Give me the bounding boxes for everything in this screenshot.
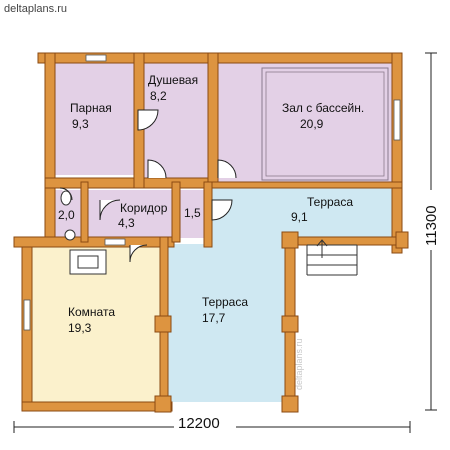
room-area: 1,5 xyxy=(184,206,201,220)
door-small xyxy=(211,199,233,221)
site-label: deltaplans.ru xyxy=(4,3,67,15)
stove-inner xyxy=(77,255,99,269)
door-komnata xyxy=(129,244,148,263)
dim-width-label-bg xyxy=(174,412,236,432)
dim-height-label-bg xyxy=(421,190,441,250)
room-area: 19,3 xyxy=(68,321,92,335)
wall-hall-bottom xyxy=(207,181,403,189)
post-5 xyxy=(154,315,172,333)
window-komnata-left xyxy=(23,299,31,331)
room-label: Терраса xyxy=(307,195,353,209)
windows xyxy=(23,54,401,331)
window-hall-right xyxy=(393,99,401,141)
dim-width-label: 12200 xyxy=(178,415,220,432)
room-fill-small xyxy=(178,190,206,238)
room-label: Терраса xyxy=(202,295,248,309)
door-dush xyxy=(147,159,167,179)
room-area: 9,3 xyxy=(72,117,89,131)
room-area: 17,7 xyxy=(202,311,226,325)
door-corridor xyxy=(99,199,121,221)
pool-inner xyxy=(265,71,385,177)
watermark-text: deltaplans.ru xyxy=(294,338,304,390)
floor-drain xyxy=(64,229,76,241)
door-parnaya xyxy=(137,109,159,131)
wall-dush-right xyxy=(207,52,219,189)
wall-terrace-bottom xyxy=(281,236,403,246)
room-area: 4,3 xyxy=(118,216,135,230)
log-walls xyxy=(13,52,409,413)
toilet xyxy=(60,190,72,206)
post-2 xyxy=(281,315,299,333)
wall-komnata-top xyxy=(13,236,175,248)
room-fill-hall-pool xyxy=(218,63,393,185)
room-label: Парная xyxy=(70,101,112,115)
fixtures xyxy=(60,190,107,275)
doors xyxy=(59,109,237,263)
watermark: deltaplans.ru xyxy=(294,338,304,390)
wall-right xyxy=(391,52,403,254)
room-area: 2,0 xyxy=(58,208,75,222)
post-3 xyxy=(281,395,299,413)
room-label: Зал с бассейн. xyxy=(282,101,364,115)
room-area: 8,2 xyxy=(150,89,167,103)
wall-left-upper xyxy=(44,52,56,246)
room-label: Коридор xyxy=(120,201,168,215)
room-area: 9,1 xyxy=(291,210,308,224)
window-komnata-top xyxy=(104,238,126,246)
post-4 xyxy=(154,395,172,413)
steps-arrow xyxy=(316,239,328,258)
wall-bottom xyxy=(21,401,173,412)
dim-height-label: 11300 xyxy=(423,205,440,246)
door-hall xyxy=(217,159,237,179)
window-top xyxy=(85,54,107,62)
wall-wc-right xyxy=(80,181,89,243)
wall-small-right xyxy=(203,181,213,248)
post-1 xyxy=(281,231,299,249)
pool xyxy=(261,67,389,181)
room-label: Комната xyxy=(68,305,115,319)
post-6 xyxy=(395,231,409,249)
wall-room-bottom xyxy=(44,177,219,189)
terrace-steps xyxy=(306,239,358,276)
wall-corridor-right xyxy=(171,181,181,243)
room-area: 20,9 xyxy=(300,117,324,131)
room-fill-parnaya xyxy=(55,63,137,175)
room-label: Душевая xyxy=(148,73,198,87)
